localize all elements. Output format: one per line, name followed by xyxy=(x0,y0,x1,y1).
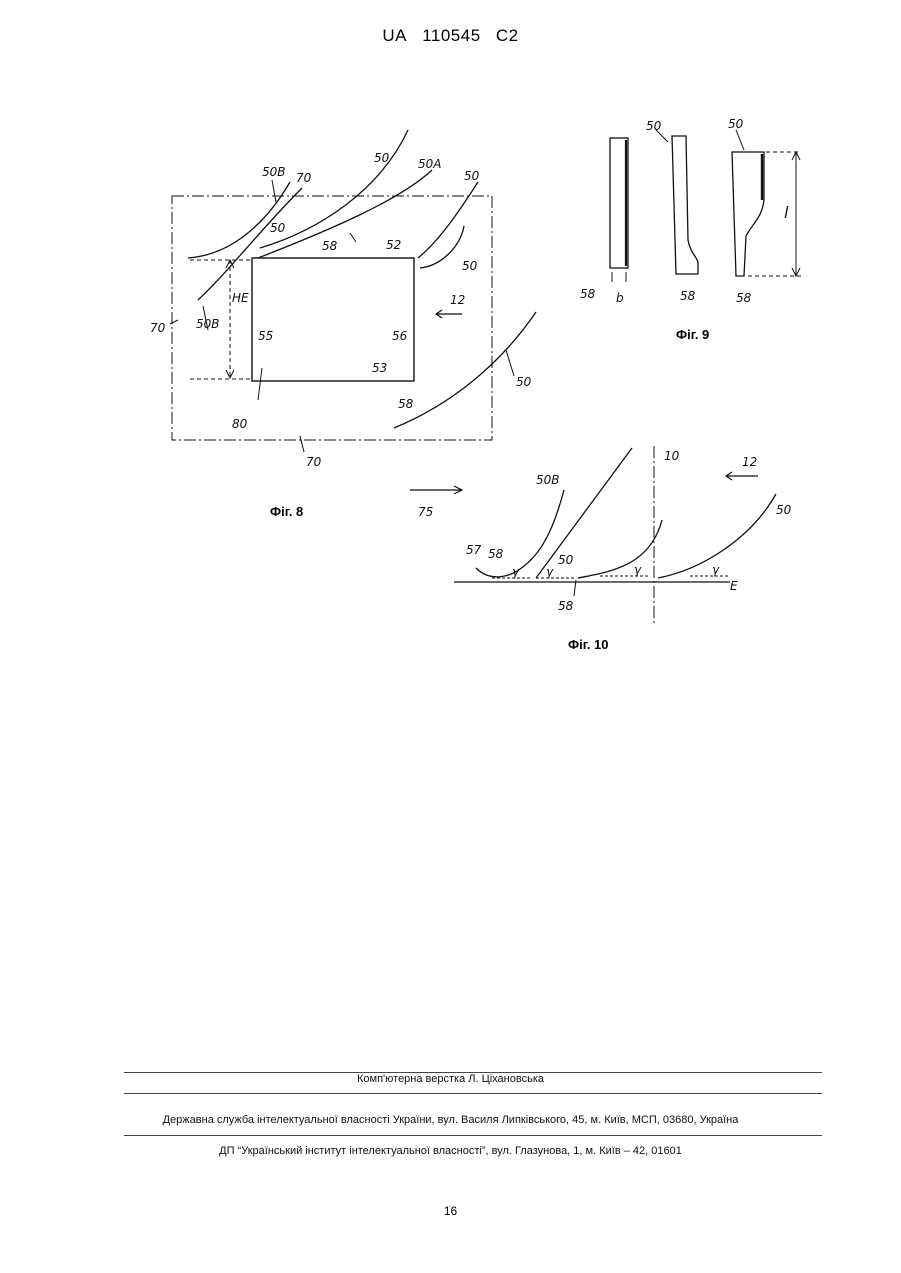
label-b: b xyxy=(616,291,624,305)
label-70: 70 xyxy=(306,455,322,469)
figure-9-labels: 50 50 58 b 58 58 l Фіг. 9 xyxy=(580,117,789,342)
label-he: HE xyxy=(232,291,249,305)
label-e: E xyxy=(730,579,738,593)
boundary-70 xyxy=(172,196,492,440)
label-50: 50 xyxy=(776,503,792,517)
label-50: 50 xyxy=(464,169,480,183)
leader-50b-top xyxy=(272,180,276,202)
label-55: 55 xyxy=(258,329,273,343)
label-58: 58 xyxy=(736,291,752,305)
label-50: 50 xyxy=(646,119,662,133)
arrow-75 xyxy=(410,486,462,494)
curve-50-bottom xyxy=(394,312,536,428)
curve-50a xyxy=(258,170,432,258)
footer-divider xyxy=(124,1135,822,1136)
label-l: l xyxy=(784,203,789,222)
footer-agency-address: Державна служба інтелектуальної власност… xyxy=(0,1114,901,1126)
label-50: 50 xyxy=(516,375,532,389)
label-12: 12 xyxy=(742,455,757,469)
label-58: 58 xyxy=(488,547,504,561)
label-52: 52 xyxy=(386,238,401,252)
opening-rectangle xyxy=(252,258,414,381)
label-58: 58 xyxy=(680,289,696,303)
label-50: 50 xyxy=(558,553,574,567)
label-10: 10 xyxy=(664,449,680,463)
arrow-12 xyxy=(726,472,758,480)
footer-institute-address: ДП “Український інститут інтелектуальної… xyxy=(0,1145,901,1157)
label-50: 50 xyxy=(374,151,390,165)
label-50: 50 xyxy=(462,259,478,273)
label-50b: 50B xyxy=(262,165,286,179)
leader-80 xyxy=(258,368,262,400)
figure-8-caption: Фіг. 8 xyxy=(270,504,303,519)
blade-profile-3 xyxy=(732,152,764,276)
figure-9-caption: Фіг. 9 xyxy=(676,327,709,342)
label-12: 12 xyxy=(450,293,465,307)
label-80: 80 xyxy=(232,417,248,431)
label-50b: 50B xyxy=(536,473,560,487)
thickness-marks xyxy=(612,272,626,282)
leader-70-bottom xyxy=(300,436,304,452)
leader-58-top xyxy=(350,233,356,242)
label-50a: 50A xyxy=(418,157,441,171)
curve-50b xyxy=(476,490,564,577)
curve-50-middle xyxy=(578,520,662,578)
label-56: 56 xyxy=(392,329,408,343)
label-70: 70 xyxy=(296,171,312,185)
label-gamma: γ xyxy=(512,565,520,579)
figure-10-labels: 75 10 12 50B 50 57 58 50 γ γ γ γ E 58 Фі… xyxy=(418,449,792,652)
label-50: 50 xyxy=(270,221,286,235)
figure-10 xyxy=(410,446,776,624)
line-diagonal xyxy=(536,448,632,578)
flow-arrow-12 xyxy=(436,310,462,318)
curve-50-right-top xyxy=(418,182,478,258)
leader-70-left xyxy=(170,320,178,324)
label-57: 57 xyxy=(466,543,482,557)
patent-drawings: 50 50A 50 50B 70 50 58 52 50 HE 70 50B 5… xyxy=(0,0,901,700)
figure-9 xyxy=(610,130,804,282)
curve-50b-left xyxy=(198,188,302,300)
label-53: 53 xyxy=(372,361,387,375)
label-70: 70 xyxy=(150,321,166,335)
footer-layout-credit: Комп'ютерна верстка Л. Ціхановська xyxy=(0,1073,901,1085)
label-58: 58 xyxy=(398,397,414,411)
leader-50-bottom xyxy=(506,350,514,376)
label-50: 50 xyxy=(728,117,744,131)
label-58: 58 xyxy=(558,599,574,613)
leader-50-fig9b xyxy=(736,130,744,150)
blade-profile-2 xyxy=(672,136,698,274)
label-75: 75 xyxy=(418,505,433,519)
label-gamma: γ xyxy=(712,563,720,577)
figure-8-labels: 50 50A 50 50B 70 50 58 52 50 HE 70 50B 5… xyxy=(150,151,532,519)
footer-divider xyxy=(124,1093,822,1094)
label-58: 58 xyxy=(322,239,338,253)
label-gamma: γ xyxy=(546,565,554,579)
figure-10-caption: Фіг. 10 xyxy=(568,637,609,652)
label-50b: 50B xyxy=(196,317,220,331)
page-number: 16 xyxy=(0,1204,901,1218)
label-58: 58 xyxy=(580,287,596,301)
figure-8 xyxy=(170,130,536,452)
label-gamma: γ xyxy=(634,563,642,577)
